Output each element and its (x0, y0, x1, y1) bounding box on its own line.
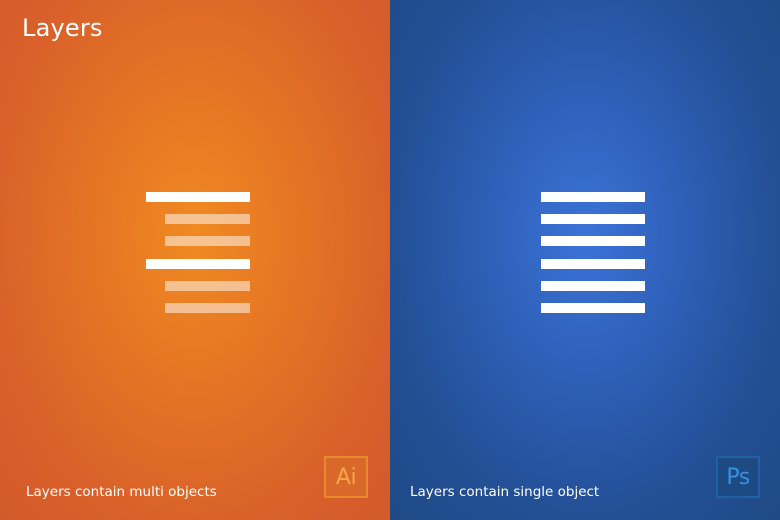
layer-bar (541, 236, 645, 246)
layer-bar (541, 192, 645, 202)
sublayer-bar (165, 236, 250, 246)
illustrator-logo: Ai (324, 456, 368, 498)
photoshop-logo: Ps (716, 456, 760, 498)
layer-bar (146, 192, 250, 202)
layer-bar (541, 259, 645, 269)
layers-grouped-icon (146, 192, 250, 316)
photoshop-panel: Layers contain single object Ps (390, 0, 780, 520)
layer-bar (541, 214, 645, 224)
page-title: Layers (22, 14, 103, 42)
layer-bar (146, 259, 250, 269)
layers-flat-icon (541, 192, 645, 316)
layer-bar (541, 303, 645, 313)
sublayer-bar (165, 281, 250, 291)
sublayer-bar (165, 303, 250, 313)
illustrator-caption: Layers contain multi objects (26, 484, 217, 500)
photoshop-caption: Layers contain single object (410, 484, 600, 500)
layer-bar (541, 281, 645, 291)
sublayer-bar (165, 214, 250, 224)
illustrator-panel: Layers Layers contain multi objects Ai (0, 0, 390, 520)
